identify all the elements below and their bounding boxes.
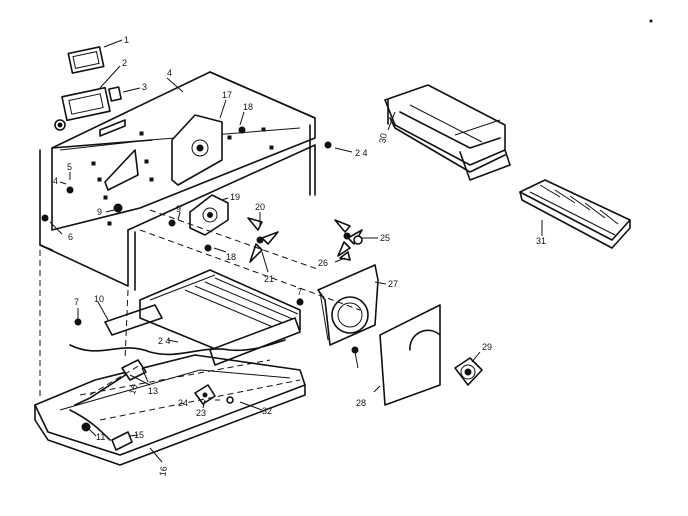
callout-16b: 16 xyxy=(157,465,169,477)
callout-30: 30 xyxy=(377,132,389,144)
callout-24b: 2 4 xyxy=(158,336,171,346)
condenser-shroud-part-28 xyxy=(379,304,441,406)
callout-24a: 2 4 xyxy=(355,148,368,158)
bezel-parts xyxy=(54,46,122,131)
bracket-part-17 xyxy=(171,114,223,186)
corner-dot xyxy=(649,19,653,23)
callout-16a: 16 xyxy=(127,383,140,396)
callout-24c: 24 xyxy=(178,398,188,408)
callout-28: 28 xyxy=(356,398,366,408)
callout-7b: 7 xyxy=(297,287,302,297)
callout-13: 13 xyxy=(148,386,158,396)
wire-harness xyxy=(69,339,286,441)
callout-5: 5 xyxy=(67,162,72,172)
shelf-part-30 xyxy=(384,84,511,181)
callout-29: 29 xyxy=(482,342,492,352)
shroud-part-27 xyxy=(317,264,379,346)
callout-32: 32 xyxy=(262,406,272,416)
callout-3: 3 xyxy=(142,82,147,92)
fan-blade-part-25 xyxy=(334,219,363,261)
leader-lines xyxy=(49,39,543,463)
callout-4b: 4 xyxy=(53,176,58,186)
callout-11: 11 xyxy=(96,432,105,442)
callout-21: 21 xyxy=(264,274,274,284)
callout-18b: 18 xyxy=(226,252,236,262)
base-pan-part-32 xyxy=(34,354,306,466)
callout-4: 4 xyxy=(167,68,172,78)
callout-7a: 7 xyxy=(74,297,79,307)
callout-6: 6 xyxy=(68,232,73,242)
callout-26: 26 xyxy=(318,258,328,268)
condenser-fan-motor-part-29 xyxy=(454,357,483,386)
housing-part-4 xyxy=(39,71,316,291)
evaporator-tray xyxy=(104,269,301,366)
callout-1: 1 xyxy=(124,35,129,45)
bracket-part-23 xyxy=(194,384,234,405)
callout-19: 19 xyxy=(230,192,240,202)
callout-9a: 9 xyxy=(97,207,102,217)
callout-18a: 18 xyxy=(243,102,253,112)
callout-25: 25 xyxy=(380,233,390,243)
callout-31: 31 xyxy=(536,236,546,246)
callout-23: 23 xyxy=(196,408,206,418)
ice-tray-part-31 xyxy=(519,179,631,249)
callout-2: 2 xyxy=(122,58,127,68)
callout-15: 15 xyxy=(134,430,144,440)
callout-27: 27 xyxy=(388,279,398,289)
alignment-lines xyxy=(39,209,361,421)
callout-10: 10 xyxy=(94,294,104,304)
callout-20: 20 xyxy=(255,202,265,212)
callout-9b: 9 xyxy=(176,204,181,214)
callout-labels: 1 2 3 4 5 4 6 9 9 17 18 18 19 20 21 2 4 … xyxy=(53,35,546,477)
clip-part-15 xyxy=(111,431,133,451)
callout-17: 17 xyxy=(222,90,232,100)
fan-motor-part-19 xyxy=(189,194,229,236)
